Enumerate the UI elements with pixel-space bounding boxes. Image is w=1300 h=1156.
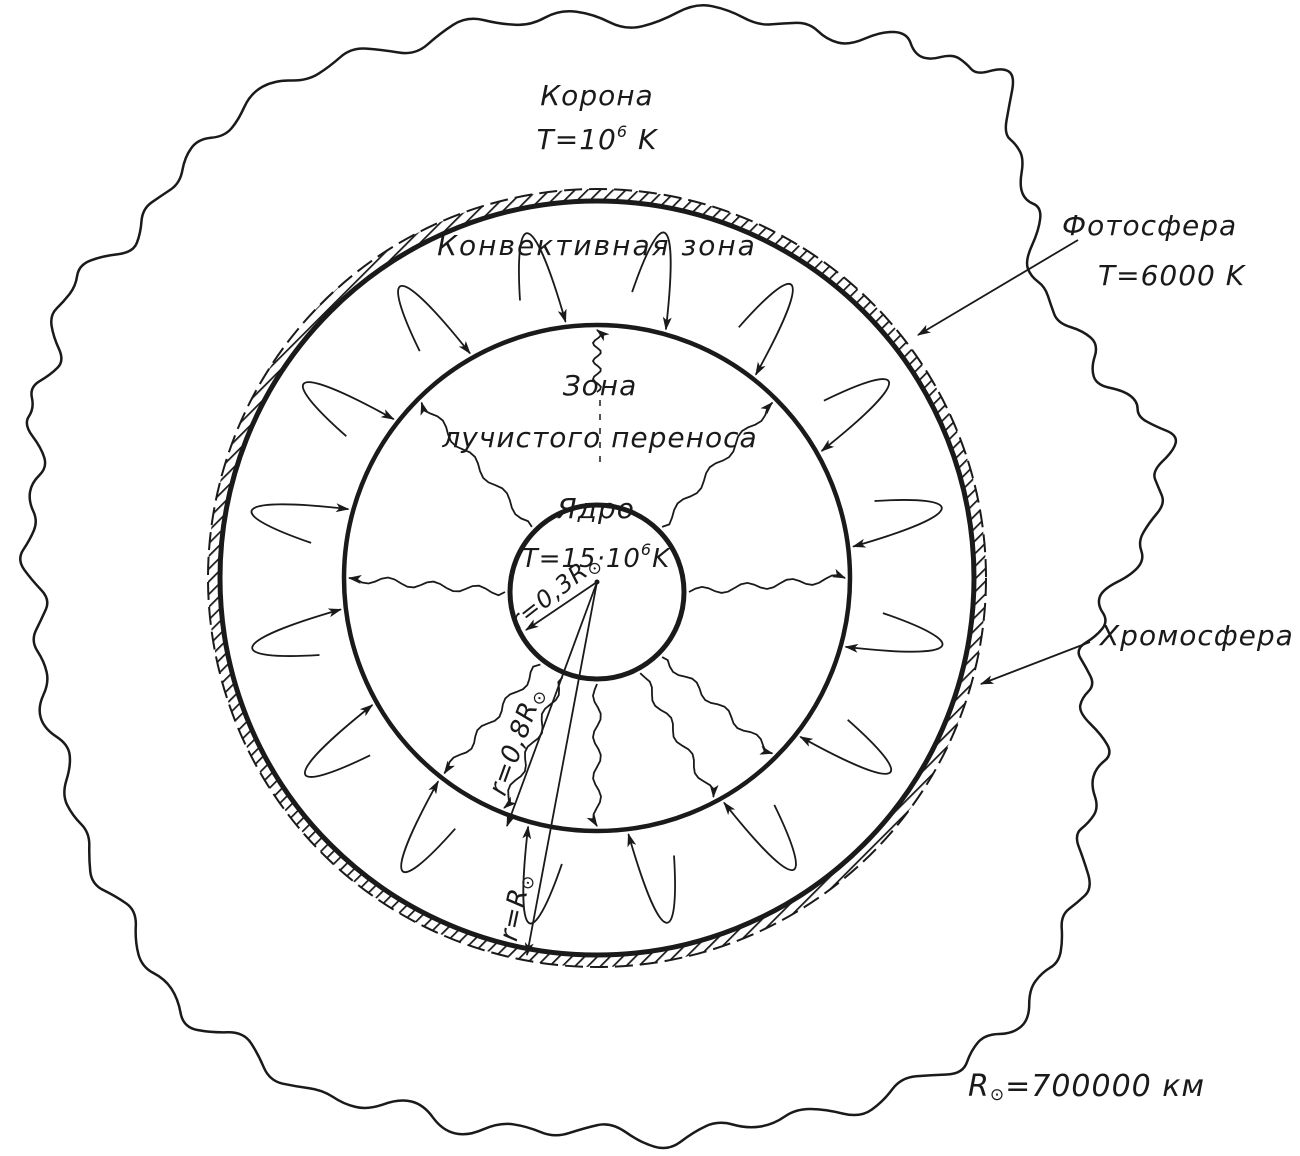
chromosphere-label: Хромосфера (1100, 619, 1294, 652)
radiation-arrow (443, 663, 541, 775)
convection-loop (627, 833, 676, 924)
radiative-zone-label-line2: лучистого переноса (442, 421, 758, 454)
convection-loop (302, 381, 395, 437)
solar-radius-sun-symbol: ⊙ (989, 1085, 1006, 1105)
radius-line-core (525, 581, 598, 631)
photosphere-label: Фотосфера (1062, 209, 1238, 242)
convection-loop (799, 719, 892, 775)
corona-temperature: T=106 K (536, 123, 658, 156)
radiation-arrow (503, 676, 564, 809)
center-dot (594, 579, 600, 585)
core-temp-exponent: 6 (640, 540, 653, 559)
radiation-arrow (688, 568, 847, 594)
radiation-arrow (586, 683, 602, 827)
radiation-arrow (420, 401, 533, 528)
photosphere-temperature: T=6000 K (1098, 259, 1246, 292)
solar-radius-number: =700000 км (1005, 1069, 1206, 1104)
radiation-arrow (347, 575, 506, 597)
radiation-arrow (639, 672, 719, 799)
radius-line-radiative (506, 581, 598, 828)
convection-loop (723, 801, 797, 871)
convection-loop (397, 285, 471, 355)
radiative-zone-label-line1: Зона (562, 369, 638, 402)
radiation-arrow (661, 401, 774, 528)
radiation-arrows (347, 329, 847, 827)
convection-loop (844, 612, 944, 653)
convection-loop (250, 503, 350, 544)
solar-radius-value: R⊙=700000 км (968, 1069, 1206, 1105)
corona-temp-exponent: 6 (616, 122, 629, 141)
core-temperature: T=15·106K (521, 542, 671, 574)
convection-loop (522, 825, 563, 925)
corona-temp-unit: K (628, 123, 658, 156)
convection-loop (518, 232, 567, 323)
corona-outline (19, 4, 1178, 1150)
convection-loop (738, 283, 794, 376)
chromosphere-outer-edge (207, 188, 987, 968)
radiation-arrow (591, 329, 610, 393)
convection-loop (304, 704, 374, 778)
core-temp-prefix: T=15·10 (521, 544, 641, 574)
radiation-arrow (661, 656, 774, 755)
radius-line-sun (524, 581, 598, 957)
convective-zone-label: Конвективная зона (437, 229, 757, 262)
chromosphere-pointer (979, 641, 1091, 685)
convection-loop (852, 499, 943, 548)
solar-radius-symbol: R (968, 1069, 990, 1104)
core-label: Ядро (557, 492, 635, 525)
convection-loops (250, 231, 944, 925)
convection-loop (631, 231, 672, 331)
corona-temp-prefix: T=10 (536, 123, 617, 156)
convection-loop (251, 608, 342, 657)
corona-label: Корона (540, 79, 654, 112)
convection-loop (400, 780, 456, 873)
convection-loop (820, 378, 890, 452)
core-circle (507, 502, 687, 682)
photosphere-pointer (917, 239, 1079, 336)
core-temp-unit: K (652, 544, 671, 574)
